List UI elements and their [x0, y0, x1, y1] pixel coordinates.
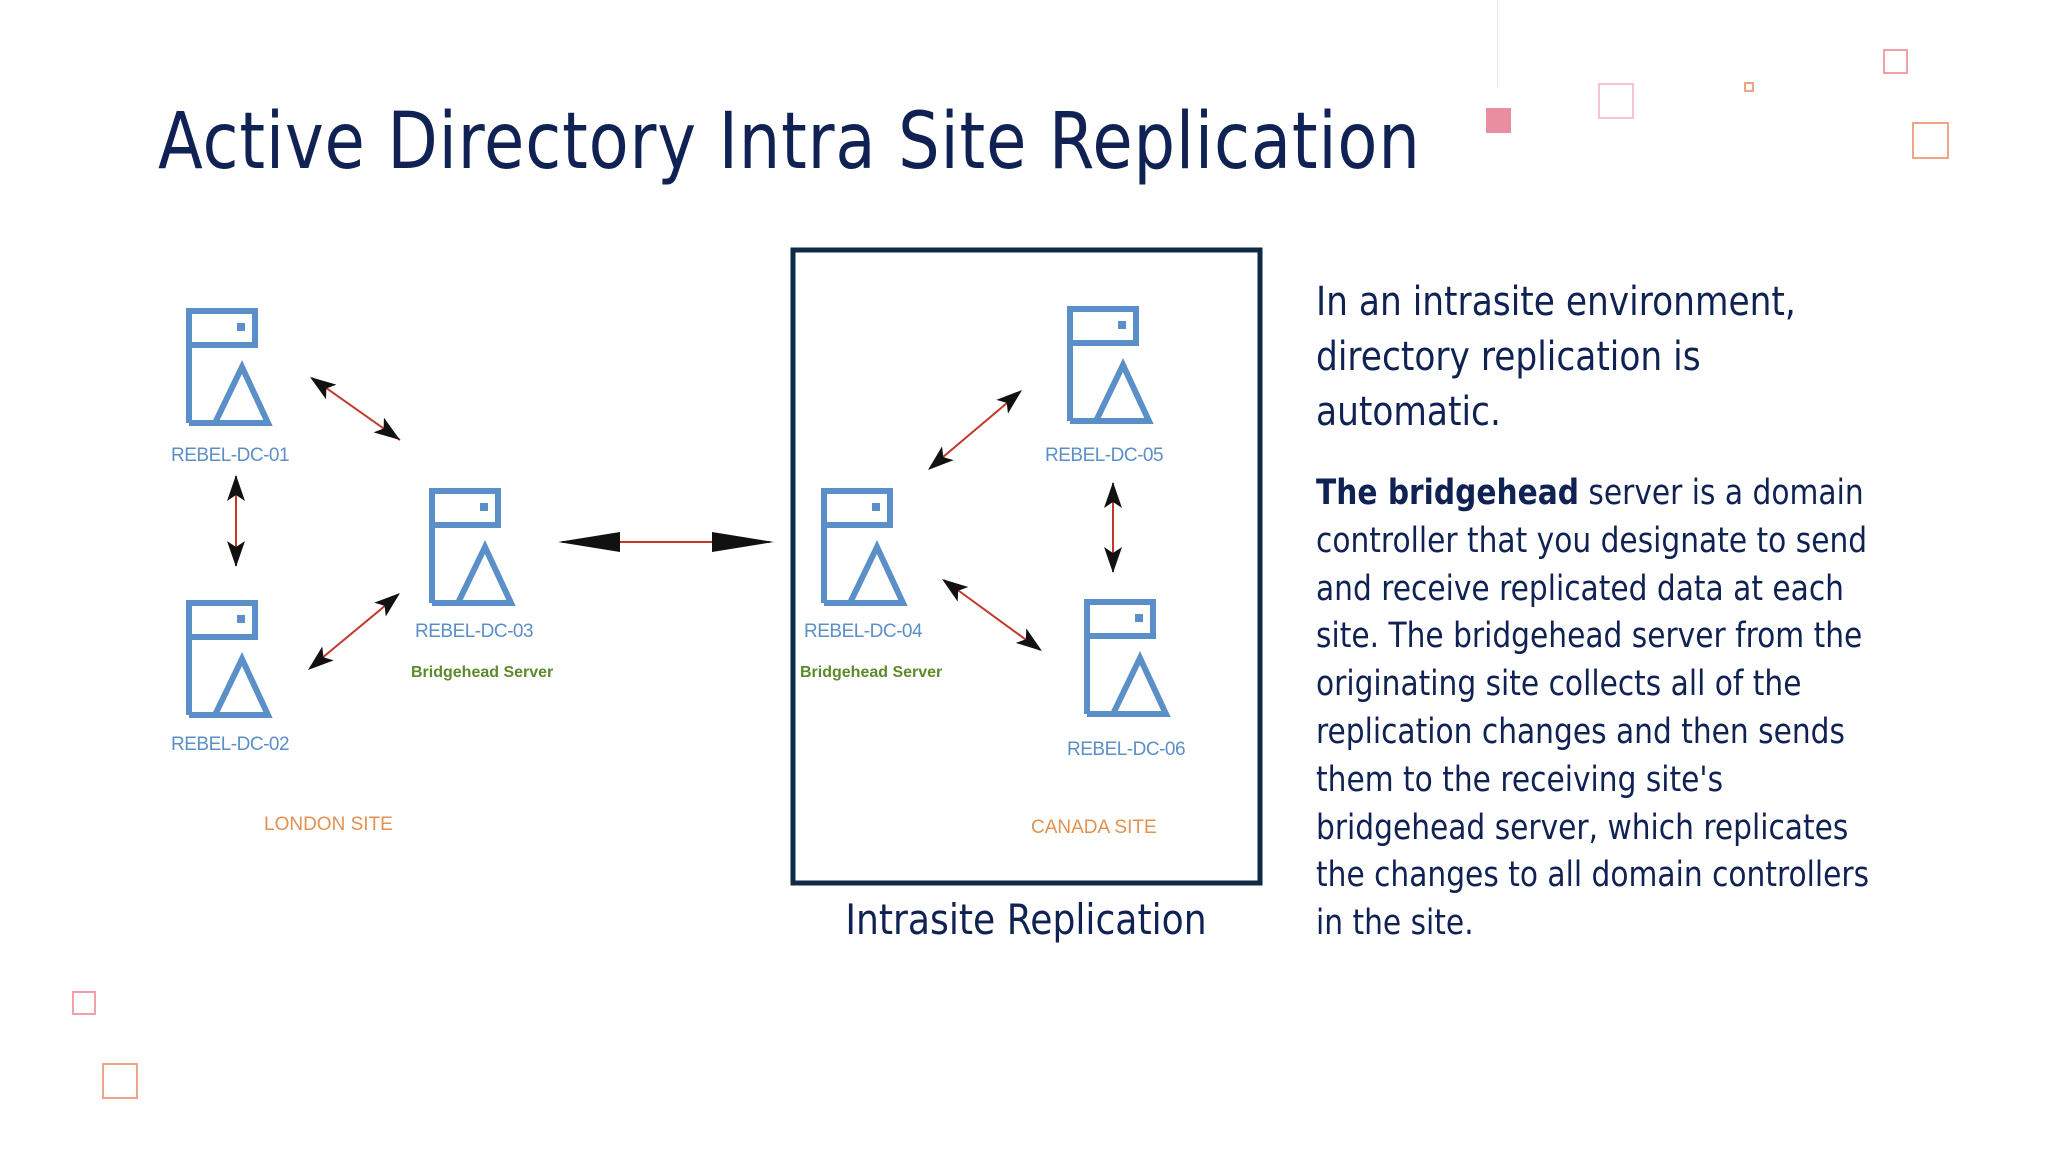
- bridgehead-paragraph: The bridgehead server is a domain contro…: [1316, 470, 1875, 948]
- replication-arrow-dc05-dc06: [1104, 482, 1122, 573]
- decorative-square: [1744, 82, 1754, 92]
- decorative-square: [102, 1063, 138, 1099]
- diagram-caption: Intrasite Replication: [845, 895, 1207, 944]
- replication-arrow-dc02-dc03: [302, 586, 406, 677]
- replication-arrow-dc01-dc02: [227, 475, 245, 567]
- decorative-line: [1497, 0, 1498, 88]
- server-dc04-icon: [824, 491, 903, 603]
- london-site-label: LONDON SITE: [264, 814, 393, 835]
- server-dc03-label: REBEL-DC-03: [415, 621, 533, 642]
- slide-title: Active Directory Intra Site Replication: [158, 97, 1421, 187]
- decorative-square: [1912, 122, 1949, 159]
- bridgehead-lead: The bridgehead: [1316, 473, 1579, 513]
- server-dc06-label: REBEL-DC-06: [1067, 739, 1185, 760]
- decorative-square: [1883, 49, 1908, 74]
- decorative-square: [72, 991, 96, 1015]
- decorative-square: [1486, 108, 1511, 133]
- server-dc05-label: REBEL-DC-05: [1045, 445, 1163, 466]
- intro-paragraph: In an intrasite environment, directory r…: [1316, 279, 1796, 435]
- decorative-square: [1598, 83, 1634, 119]
- server-dc01-icon: [189, 311, 268, 423]
- server-dc03-icon: [432, 491, 511, 603]
- server-dc03-role: Bridgehead Server: [411, 664, 553, 681]
- bridgehead-body: server is a domain controller that you d…: [1316, 473, 1870, 944]
- canada-site-frame: [790, 247, 1263, 886]
- server-dc02-label: REBEL-DC-02: [171, 734, 289, 755]
- replication-arrow-dc04-dc05: [922, 383, 1028, 477]
- canada-site-label: CANADA SITE: [1031, 817, 1157, 838]
- explanation-text: In an intrasite environment, directory r…: [1316, 275, 1875, 948]
- server-dc01-label: REBEL-DC-01: [171, 445, 289, 466]
- replication-arrow-dc04-dc06: [936, 571, 1048, 659]
- server-dc04-label: REBEL-DC-04: [804, 621, 923, 642]
- server-dc05-icon: [1070, 309, 1149, 421]
- server-dc06-icon: [1087, 602, 1166, 714]
- server-dc02-icon: [189, 603, 268, 715]
- replication-arrow-dc03-dc04: [558, 532, 774, 552]
- replication-arrow-dc01-dc03: [304, 369, 406, 448]
- server-dc04-role: Bridgehead Server: [800, 664, 942, 681]
